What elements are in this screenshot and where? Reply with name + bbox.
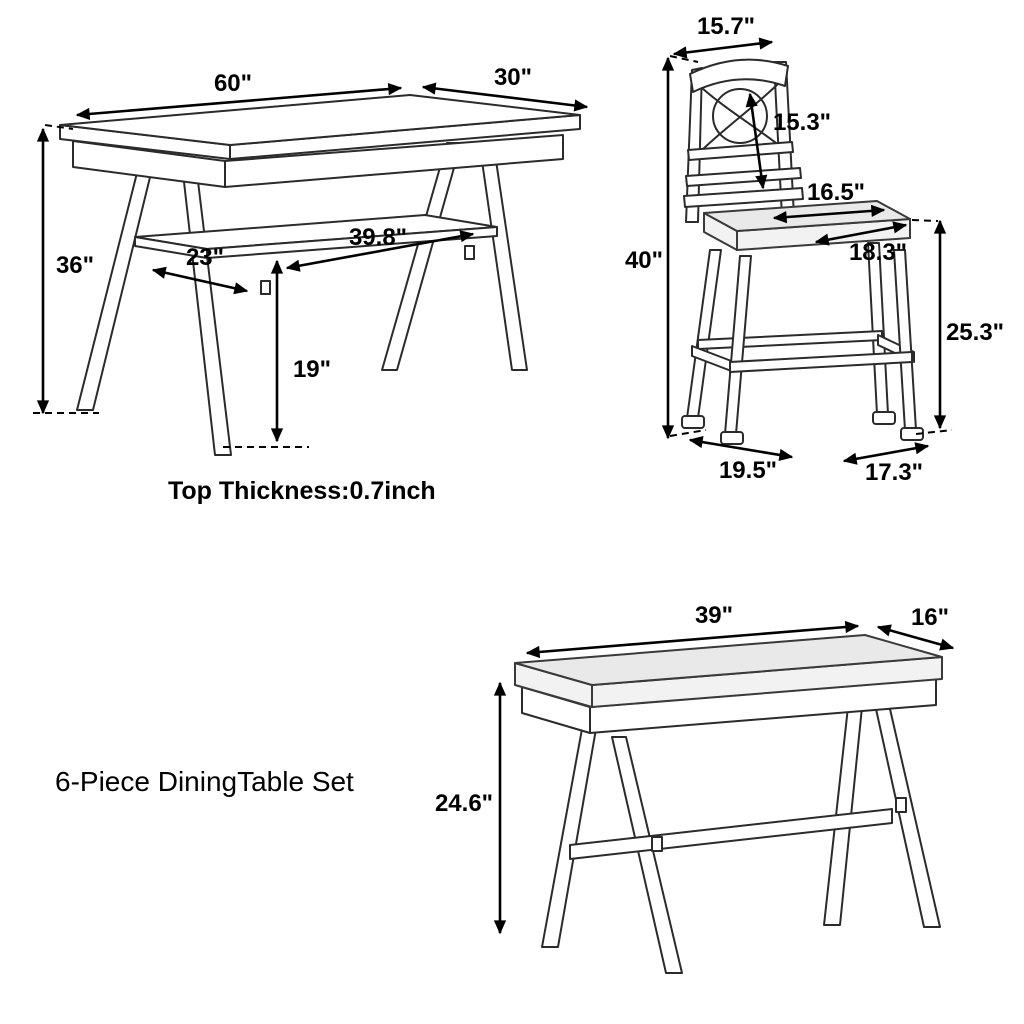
chair-seat-width-arrow [814,221,908,246]
chair-back-ornament-x1 [701,87,781,147]
bench-diagram: 39" 16" 24.6" [435,602,955,974]
table-shelf-depth-arrow [151,266,249,295]
table-leg-front-right [479,146,528,371]
chair-foot [872,411,896,425]
chair-diagram: 15.7" 15.3" 16.5" 18.3" 40" 25.3" 19.5" … [625,13,1004,486]
table-dimensions: 60" 30" 36" 23" 39.8" 19" [33,64,589,448]
chair-top-rail [689,58,789,93]
table-leg-back-right [381,142,462,371]
chair-stretcher-far [697,330,883,350]
chair-leg-back-far [686,249,722,419]
chair-base-depth-arrow [688,436,794,461]
bench-leg-back-left [541,728,597,948]
bench-leg-front-left [611,736,683,974]
chair-seat-dash-top [911,219,939,222]
chair-seat-dash-bottom [915,429,953,435]
table-shelf-peg-left [260,280,271,295]
bench-depth-label: 16" [911,604,949,631]
chair-overall-height-label: 40" [625,247,663,274]
bench-dimensions: 39" 16" 24.6" [435,602,955,935]
chair-back-ornament-x2 [701,83,779,151]
table-diagram: 60" 30" 36" 23" 39.8" 19" [33,64,589,456]
chair-seat-depth-arrow [772,204,886,224]
chair-leg-front-far [867,242,889,415]
table-shelf-height-label: 19" [293,356,331,383]
table-shelf-length-label: 39.8" [349,224,407,251]
table-height-dash-top [44,124,74,130]
chair-back-width-label: 15.7" [697,13,755,40]
chair-dimensions: 15.7" 15.3" 16.5" 18.3" 40" 25.3" 19.5" … [625,13,1004,486]
table-depth-arrow [421,82,589,112]
table-depth-label: 30" [494,64,532,91]
chair-back-panel-rail [687,141,794,161]
table-height-label: 36" [56,252,94,279]
table-length-label: 60" [214,70,252,97]
chair-leg-front-near [893,249,917,431]
table-apron-right [224,134,564,188]
table-shelf-length-arrow [285,230,475,272]
table-leg-front-left [182,172,232,456]
table-shelf-peg-right [464,245,475,260]
chair-back-height-arrow [745,92,768,190]
chair-seat-height-label: 25.3" [946,319,1004,346]
chair-seat-width-label: 18.3" [849,239,907,266]
chair-foot [720,431,744,445]
table-length-arrow [75,82,403,121]
bench-height-label: 24.6" [435,790,493,817]
bench-depth-arrow [876,624,955,651]
chair-foot [681,415,705,429]
chair-back-width-arrow [672,37,774,59]
bench-drawing [514,634,943,974]
chair-base-depth-label: 19.5" [719,457,777,484]
bench-length-label: 39" [695,602,733,629]
bench-stretcher [569,808,893,860]
chair-height-dash-top [669,55,699,63]
chair-base-width-label: 17.3" [865,459,923,486]
table-leg-back-left [76,164,154,411]
chair-back-slat-lower [683,187,804,208]
table-drawing [59,94,581,456]
chair-base-width-arrow [842,442,930,465]
chair-stretcher-near [729,351,913,373]
top-thickness-note: Top Thickness:0.7inch [168,477,436,505]
bench-stretcher-peg-right [895,797,907,813]
bench-stretcher-peg-left [651,836,663,852]
set-title: 6-Piece DiningTable Set [55,766,354,797]
table-shelf-depth-label: 23" [186,244,224,271]
chair-seat-depth-label: 16.5" [807,179,865,206]
chair-back-height-label: 15.3" [773,109,831,136]
bench-length-arrow [525,620,860,659]
chair-height-dash-bottom [669,429,707,437]
